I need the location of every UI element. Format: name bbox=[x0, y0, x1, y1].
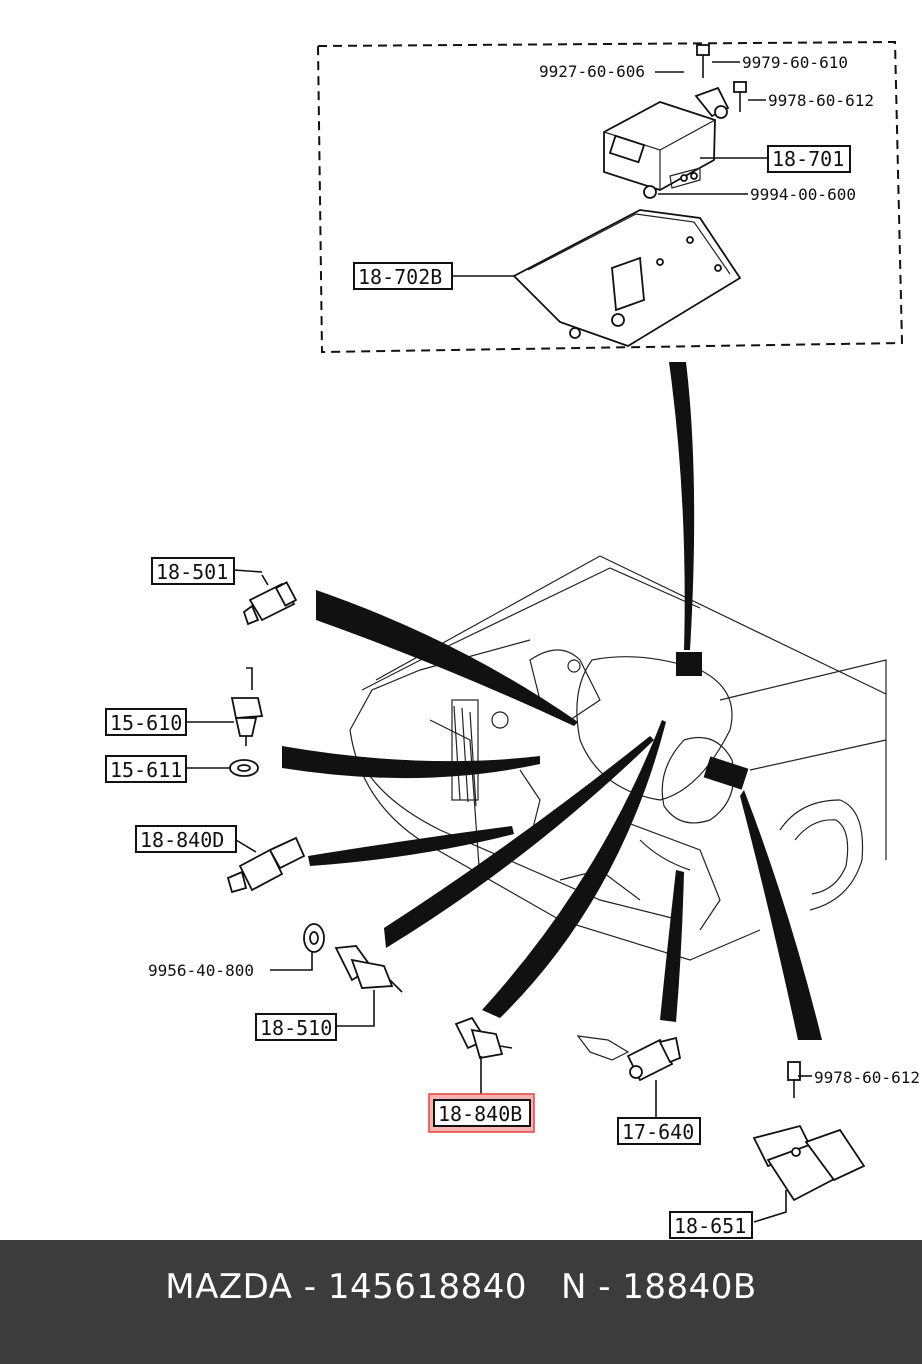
callout-17-640: 17-640 bbox=[622, 1120, 694, 1144]
part-18-840d-drawing bbox=[226, 836, 306, 894]
part-number-caption: MAZDA - 145618840 N - 18840B bbox=[165, 1267, 757, 1307]
part-18-651-drawing bbox=[752, 1124, 866, 1202]
callout-box-18-501 bbox=[151, 557, 235, 585]
callout-box-18-510 bbox=[255, 1013, 337, 1041]
callout-18-701: 18-701 bbox=[772, 147, 844, 171]
callout-9994-00-600: 9994-00-600 bbox=[750, 185, 856, 204]
footer-bar: MAZDA - 145618840 N - 18840B bbox=[0, 1240, 922, 1364]
part-9978-60-612-bolt bbox=[787, 1061, 801, 1098]
part-18-501-drawing bbox=[242, 574, 298, 626]
callout-box-15-610 bbox=[105, 708, 187, 736]
callout-18-501: 18-501 bbox=[156, 560, 228, 584]
control-unit-group-outline bbox=[316, 40, 904, 354]
callout-9979-60-610: 9979-60-610 bbox=[742, 53, 848, 72]
callout-15-610: 15-610 bbox=[110, 711, 182, 735]
part-18-840b-drawing bbox=[454, 1016, 513, 1060]
callout-box-18-651 bbox=[669, 1211, 753, 1239]
bracket-bolts bbox=[643, 44, 747, 199]
callout-box-18-840b bbox=[433, 1099, 531, 1127]
part-18-510-drawing bbox=[334, 945, 403, 993]
callout-18-702b: 18-702B bbox=[358, 265, 442, 289]
callout-15-611: 15-611 bbox=[110, 758, 182, 782]
callout-18-840b: 18-840B bbox=[438, 1102, 522, 1126]
callout-18-651: 18-651 bbox=[674, 1214, 746, 1238]
callout-9978-60-612-bottom: 9978-60-612 bbox=[814, 1068, 920, 1087]
bracket-plate-drawing bbox=[512, 209, 742, 347]
callout-box-18-702b bbox=[353, 262, 453, 290]
lower-leaders bbox=[186, 569, 812, 1223]
indicator-sweeps bbox=[282, 362, 822, 1040]
callout-box-15-611 bbox=[105, 755, 187, 783]
control-unit-drawing bbox=[603, 101, 716, 191]
callout-9956-40-800: 9956-40-800 bbox=[148, 961, 254, 980]
callout-9978-60-612-top: 9978-60-612 bbox=[768, 91, 874, 110]
callout-box-18-840d bbox=[135, 825, 237, 853]
callout-18-840d: 18-840D bbox=[140, 828, 224, 852]
callout-box-17-640 bbox=[617, 1117, 701, 1145]
callout-18-510: 18-510 bbox=[260, 1016, 332, 1040]
enclosure-leaders bbox=[452, 61, 768, 277]
parts-diagram: 9927-60-606 9979-60-610 9978-60-612 18-7… bbox=[105, 40, 920, 1239]
part-17-640-drawing bbox=[576, 1035, 682, 1082]
callout-9927-60-606: 9927-60-606 bbox=[539, 62, 645, 81]
callout-box-18-701 bbox=[767, 145, 851, 173]
part-15-610-drawing bbox=[230, 667, 264, 746]
